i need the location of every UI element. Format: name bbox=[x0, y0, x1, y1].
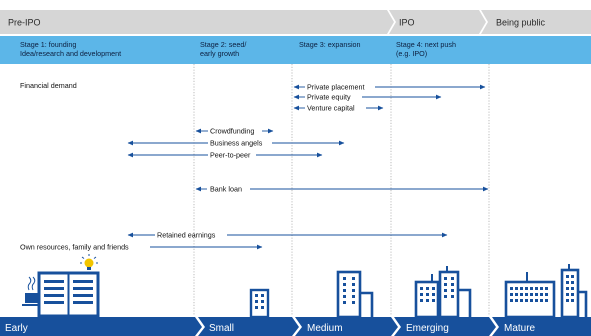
size-segment-medium bbox=[295, 317, 398, 336]
source-crowdfunding: Crowdfunding bbox=[210, 127, 254, 136]
source-retained-earnings: Retained earnings bbox=[157, 231, 216, 240]
lightbulb-icon bbox=[80, 254, 98, 270]
source-business-angels: Business angels bbox=[210, 139, 263, 148]
document-icon bbox=[37, 271, 100, 318]
financing-sources: Private placement Private equity Venture… bbox=[20, 83, 489, 252]
phase-ipo bbox=[389, 10, 486, 34]
phase-being-public bbox=[481, 10, 591, 34]
size-label-medium: Medium bbox=[307, 323, 343, 334]
stage-4-subtitle: (e.g. IPO) bbox=[396, 49, 427, 58]
size-segment-mature bbox=[492, 317, 591, 336]
company-size-band: Early Small Medium Emerging Mature bbox=[0, 317, 591, 336]
financial-demand-label: Financial demand bbox=[20, 81, 77, 90]
medium-building-icon bbox=[336, 270, 374, 319]
stage-4-title: Stage 4: next push bbox=[396, 40, 456, 49]
source-private-placement: Private placement bbox=[307, 83, 365, 92]
phase-pre-ipo bbox=[0, 10, 394, 34]
small-building-icon bbox=[249, 288, 270, 319]
size-label-emerging: Emerging bbox=[406, 323, 449, 334]
early-stage-illustration bbox=[22, 254, 100, 318]
stage-dividers bbox=[193, 64, 490, 316]
size-label-small: Small bbox=[209, 323, 234, 334]
phase-header: Pre-IPO IPO Being public bbox=[0, 10, 591, 34]
stage-1-title: Stage 1: founding bbox=[20, 40, 76, 49]
source-private-equity: Private equity bbox=[307, 93, 351, 102]
stage-2-title: Stage 2: seed/ bbox=[200, 40, 246, 49]
phase-label-ipo: IPO bbox=[399, 18, 415, 28]
stage-1-subtitle: Idea/research and development bbox=[20, 49, 121, 58]
phase-label-being-public: Being public bbox=[496, 18, 546, 28]
stage-3-title: Stage 3: expansion bbox=[299, 40, 361, 49]
phase-label-pre-ipo: Pre-IPO bbox=[8, 18, 41, 28]
emerging-buildings-icon bbox=[414, 266, 472, 319]
source-bank-loan: Bank loan bbox=[210, 185, 242, 194]
source-venture-capital: Venture capital bbox=[307, 104, 355, 113]
stage-band: Stage 1: founding Idea/research and deve… bbox=[0, 36, 591, 64]
mature-buildings-icon bbox=[504, 264, 588, 319]
size-segment-emerging bbox=[394, 317, 496, 336]
stage-2-subtitle: early growth bbox=[200, 49, 239, 58]
source-peer-to-peer: Peer-to-peer bbox=[210, 151, 251, 160]
size-label-early: Early bbox=[5, 323, 28, 334]
size-segment-early bbox=[0, 317, 202, 336]
source-own-resources: Own resources, family and friends bbox=[20, 243, 129, 252]
size-label-mature: Mature bbox=[504, 323, 536, 334]
size-segment-small bbox=[198, 317, 299, 336]
